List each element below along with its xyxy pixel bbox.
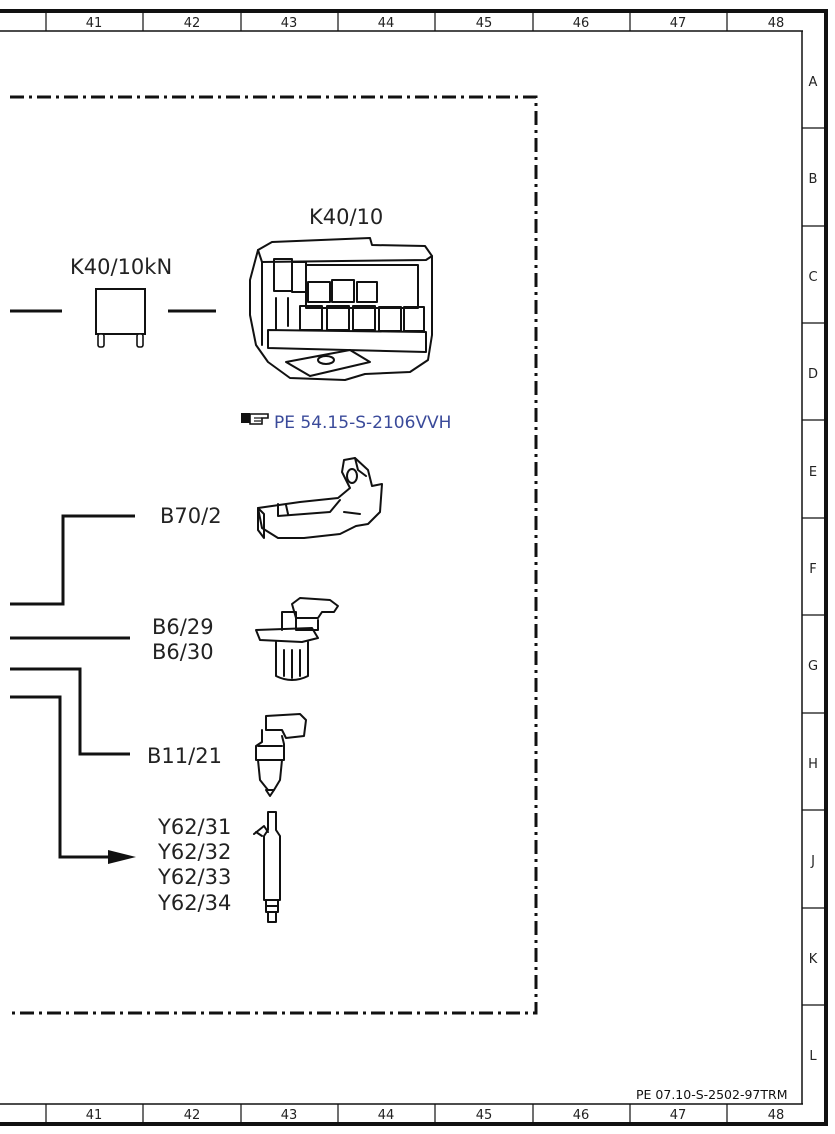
injector-illustration (253, 811, 281, 923)
col-label: 42 (184, 16, 201, 31)
row-ruler: A B C D E F G H J K L (808, 75, 818, 1064)
label-b11-21: B11/21 (147, 744, 222, 768)
label-k40-10: K40/10 (309, 205, 383, 229)
row-label: L (809, 1049, 817, 1064)
crankshaft-sensor-illustration (257, 457, 383, 539)
column-ruler-ticks (45, 11, 728, 1124)
label-y62-34: Y62/34 (157, 891, 231, 915)
label-y62-32: Y62/32 (157, 840, 231, 864)
wire-b70-2 (10, 514, 135, 606)
col-label: 48 (768, 1108, 785, 1123)
col-label: 45 (476, 16, 493, 31)
col-label: 47 (670, 16, 687, 31)
col-label: 44 (378, 1108, 395, 1123)
row-label: F (809, 562, 816, 577)
row-label: G (808, 659, 818, 674)
label-y62-33: Y62/33 (157, 865, 231, 889)
col-label: 42 (184, 1108, 201, 1123)
col-label: 43 (281, 1108, 298, 1123)
label-b6-29: B6/29 (152, 615, 214, 639)
col-label: 46 (573, 16, 590, 31)
row-label: J (810, 854, 815, 869)
row-label: H (808, 757, 818, 772)
row-ruler-ticks (802, 127, 826, 1006)
col-label: 48 (768, 16, 785, 31)
row-label: D (808, 367, 818, 382)
camshaft-sensor-illustration (255, 597, 339, 681)
column-ruler-top: 41 42 43 44 45 46 47 48 (86, 16, 785, 31)
relay-symbol (95, 288, 146, 348)
col-label: 47 (670, 1108, 687, 1123)
component-boundary (10, 95, 538, 1015)
wire-b11-21 (10, 667, 130, 756)
label-b6-30: B6/30 (152, 640, 214, 664)
row-label: B (809, 172, 818, 187)
row-label: C (808, 270, 817, 285)
col-label: 41 (86, 1108, 103, 1123)
pointing-hand-icon (241, 413, 269, 425)
wire-y62 (10, 695, 110, 859)
row-label: A (809, 75, 818, 90)
label-k40-10kn: K40/10kN (70, 255, 172, 279)
col-label: 46 (573, 1108, 590, 1123)
col-label: 43 (281, 16, 298, 31)
row-label: K (809, 952, 818, 967)
component-labels: K40/10 K40/10kN B70/2 B6/29 B6/30 B11/21… (70, 205, 383, 915)
col-label: 44 (378, 16, 395, 31)
wire-arrow-head (108, 850, 136, 864)
label-b70-2: B70/2 (160, 504, 222, 528)
col-label: 41 (86, 16, 103, 31)
wiring (10, 309, 216, 864)
temperature-sensor-illustration (255, 713, 307, 797)
label-y62-31: Y62/31 (157, 815, 231, 839)
row-label: E (809, 465, 817, 480)
fuse-relay-module-illustration (249, 237, 433, 381)
document-id: PE 07.10-S-2502-97TRM (636, 1087, 787, 1102)
column-ruler-bottom: 41 42 43 44 45 46 47 48 (86, 1108, 785, 1123)
reference-link[interactable]: PE 54.15-S-2106VVH (274, 413, 451, 433)
col-label: 45 (476, 1108, 493, 1123)
